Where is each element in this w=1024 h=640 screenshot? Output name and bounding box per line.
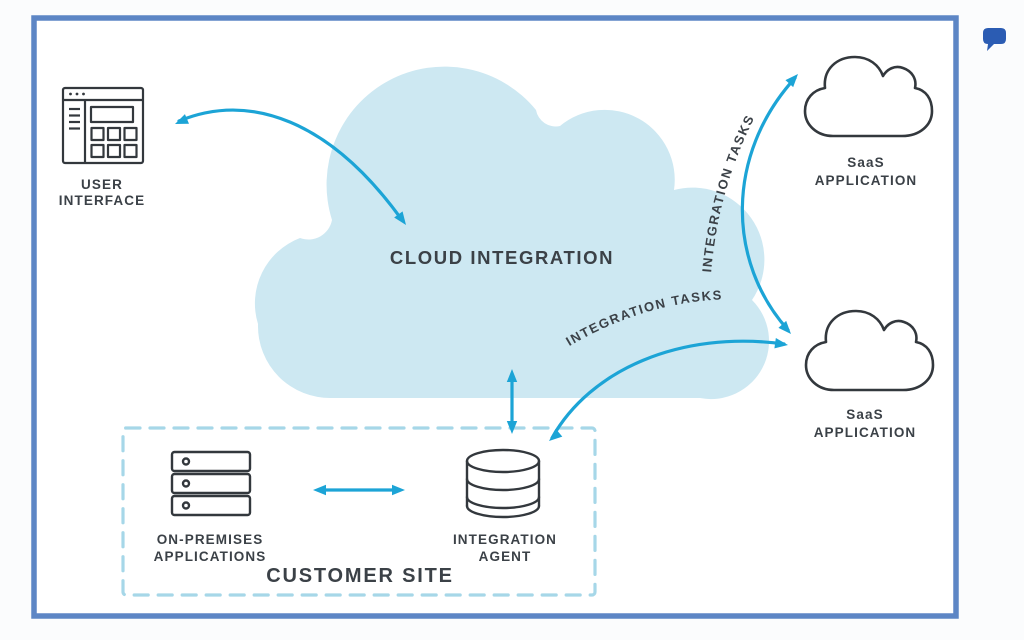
on-premises-label-line1: ON-PREMISES [157, 532, 264, 547]
integration-agent-label-line1: INTEGRATION [453, 532, 557, 547]
arrowhead [549, 428, 563, 441]
arrowhead [175, 114, 189, 124]
user-interface-icon [61, 86, 145, 165]
arrowhead [778, 320, 791, 334]
ui-cloud-arrow [175, 108, 406, 225]
saas-application-bottom-label-line2: APPLICATION [814, 425, 917, 440]
integration-tasks-arrow-top [740, 74, 798, 334]
arrowhead [506, 369, 518, 382]
arrowhead [506, 421, 518, 434]
saas-application-top-label-line2: APPLICATION [815, 173, 918, 188]
on-premises-label-line2: APPLICATIONS [154, 549, 267, 564]
arrowhead [774, 338, 788, 349]
customer-site-boundary [121, 426, 597, 597]
user-interface-label-line1: USER [81, 177, 123, 192]
comment-icon[interactable] [983, 28, 1006, 51]
saas-application-top-label-line1: SaaS [847, 155, 884, 170]
user-interface-label-line2: INTERFACE [59, 193, 145, 208]
customer-site-label: CUSTOMER SITE [266, 565, 454, 587]
cloud-integration-shape [254, 66, 770, 400]
arrowhead [394, 211, 406, 225]
arrowhead [785, 74, 798, 88]
arrowhead [313, 484, 326, 496]
saas-application-bottom-label-line1: SaaS [846, 407, 883, 422]
onprem-agent-arrow [313, 484, 405, 496]
arrows [175, 74, 798, 496]
arrowhead [392, 484, 405, 496]
database-icon [465, 448, 541, 519]
integration-agent-label-line2: AGENT [479, 549, 532, 564]
integration-tasks-arrow-bottom [549, 338, 788, 441]
server-stack-icon [170, 450, 252, 517]
cloud-integration-label: CLOUD INTEGRATION [390, 247, 614, 268]
cloud-agent-arrow [506, 369, 518, 434]
